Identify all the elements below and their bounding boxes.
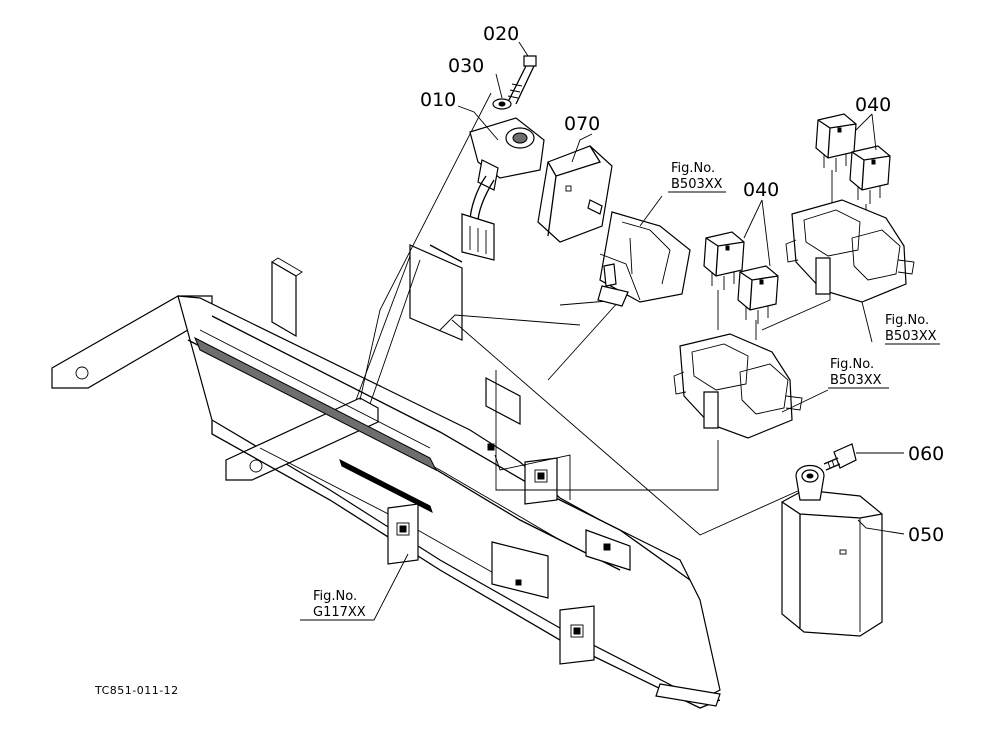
callout-010: 010 bbox=[420, 89, 456, 111]
part-070 bbox=[537, 145, 613, 243]
callout-030: 030 bbox=[448, 55, 484, 77]
figure-ref-middle-line1: Fig.No. bbox=[830, 357, 874, 372]
socket-cluster-center bbox=[597, 211, 691, 307]
callout-040-middle: 040 bbox=[743, 179, 779, 201]
callout-040-upper: 040 bbox=[855, 94, 891, 116]
callout-020: 020 bbox=[483, 23, 519, 45]
figure-ref-right-line2: B503XX bbox=[885, 329, 937, 344]
washer-030 bbox=[492, 98, 512, 110]
figure-ref-middle-line2: B503XX bbox=[830, 373, 882, 388]
frame-bracket bbox=[51, 244, 721, 709]
figure-ref-top-line2: B503XX bbox=[671, 177, 723, 192]
figure-ref-bottom-line1: Fig.No. bbox=[313, 589, 357, 604]
figure-ref-bottom: Fig.No. G117XX bbox=[313, 589, 366, 620]
part-050 bbox=[781, 464, 883, 637]
callout-070: 070 bbox=[564, 113, 600, 135]
figure-ref-bottom-line2: G117XX bbox=[313, 605, 366, 620]
part-010 bbox=[461, 117, 545, 261]
figure-ref-top-line1: Fig.No. bbox=[671, 161, 715, 176]
socket-cluster-middle bbox=[673, 333, 803, 439]
socket-cluster-right bbox=[785, 199, 915, 303]
callout-leaders bbox=[300, 41, 940, 621]
bolt-020 bbox=[507, 55, 537, 105]
figure-ref-middle: Fig.No. B503XX bbox=[830, 357, 882, 388]
callout-060: 060 bbox=[908, 443, 944, 465]
drawing-code: TC851-011-12 bbox=[94, 684, 179, 697]
figure-ref-right: Fig.No. B503XX bbox=[885, 313, 937, 344]
relays-040-middle bbox=[703, 231, 779, 340]
callout-050: 050 bbox=[908, 524, 944, 546]
figure-ref-right-line1: Fig.No. bbox=[885, 313, 929, 328]
figure-ref-top: Fig.No. B503XX bbox=[671, 161, 723, 192]
relays-040-upper bbox=[815, 113, 891, 220]
screw-060 bbox=[823, 443, 857, 471]
